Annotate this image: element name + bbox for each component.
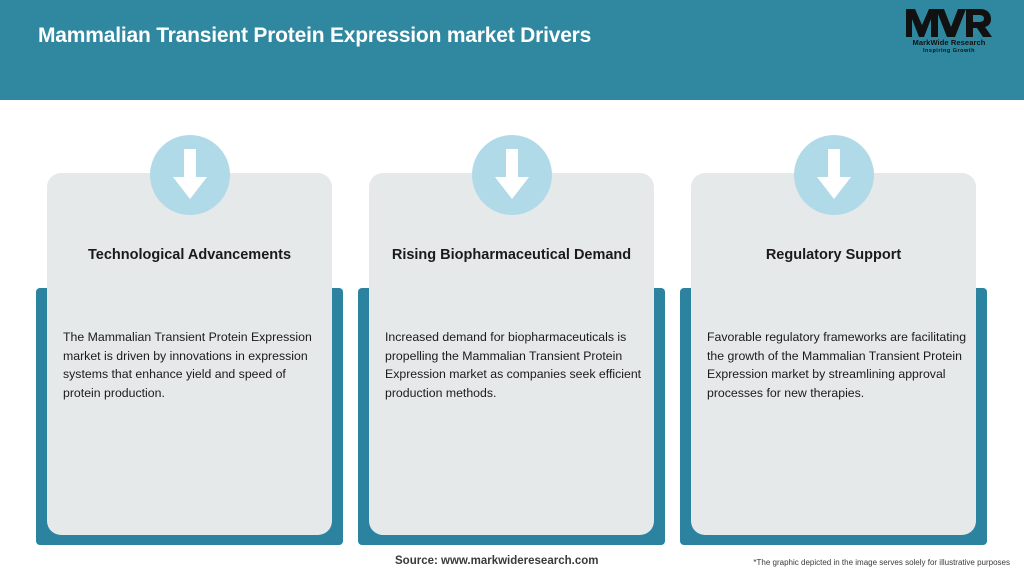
card-panel <box>47 173 332 535</box>
driver-card[interactable]: Technological Advancements The Mammalian… <box>36 100 343 545</box>
card-panel <box>691 173 976 535</box>
card-panel <box>369 173 654 535</box>
page-footer: Source: www.markwideresearch.com *The gr… <box>0 545 1024 576</box>
page-header: Mammalian Transient Protein Expression m… <box>0 0 1024 100</box>
drivers-card-grid: Technological Advancements The Mammalian… <box>0 100 1024 545</box>
card-body: The Mammalian Transient Protein Expressi… <box>63 330 312 400</box>
driver-card[interactable]: Regulatory Support Favorable regulatory … <box>680 100 987 545</box>
arrow-down-icon <box>793 135 874 215</box>
card-body: Increased demand for biopharmaceuticals … <box>385 330 642 400</box>
driver-card[interactable]: Rising Biopharmaceutical Demand Increase… <box>358 100 665 545</box>
mwr-monogram-icon <box>894 8 1004 38</box>
card-title: Regulatory Support <box>765 247 902 263</box>
arrow-down-icon <box>471 135 552 215</box>
disclaimer-note: *The graphic depicted in the image serve… <box>753 558 1010 567</box>
markwide-research-logo: MarkWide Research Inspiring Growth <box>894 8 1004 60</box>
page-title: Mammalian Transient Protein Expression m… <box>38 24 592 47</box>
arrow-down-icon <box>149 135 230 215</box>
card-title: Technological Advancements <box>87 247 292 263</box>
logo-tagline: Inspiring Growth <box>923 48 975 54</box>
logo-company-name: MarkWide Research <box>912 38 986 47</box>
card-title: Rising Biopharmaceutical Demand <box>391 247 632 263</box>
card-body: Favorable regulatory frameworks are faci… <box>707 330 967 400</box>
source-label: Source: www.markwideresearch.com <box>395 555 599 567</box>
